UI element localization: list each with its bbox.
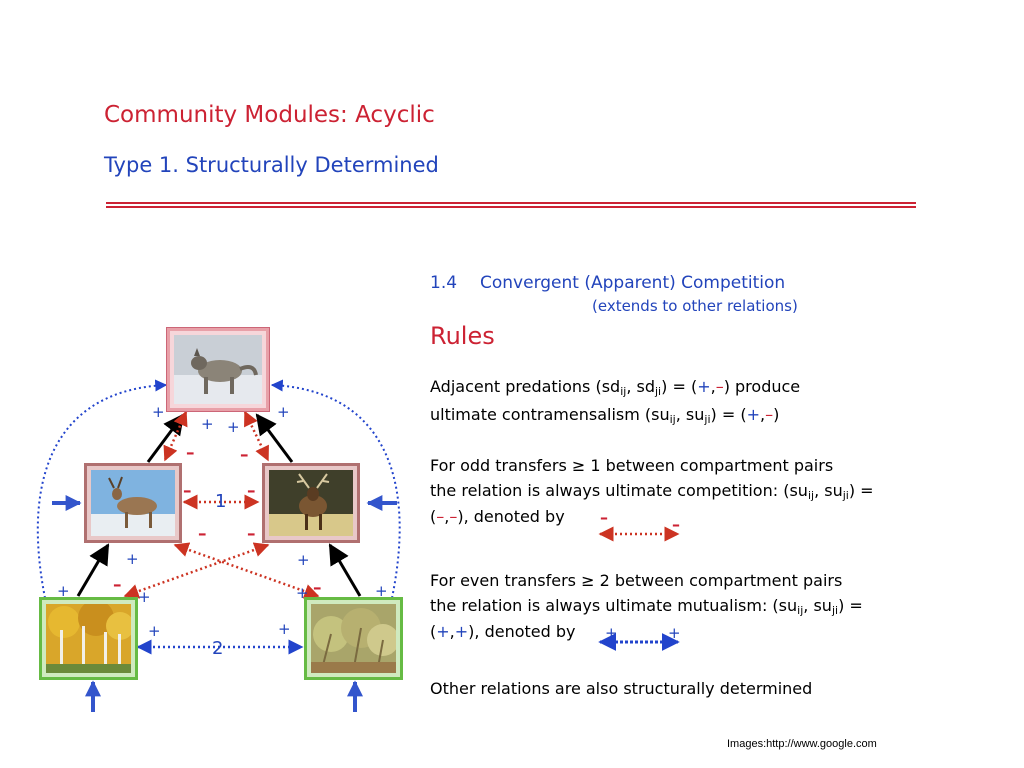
slide-subtitle: Type 1. Structurally Determined xyxy=(104,153,439,177)
label-minus-deer-bottom: – xyxy=(198,524,207,544)
elk-icon xyxy=(269,470,353,536)
arrow-shrubs-to-elk xyxy=(328,543,362,597)
arrow-deer-to-wolf xyxy=(146,413,185,463)
slide-title: Community Modules: Acyclic xyxy=(104,102,435,128)
rules-heading: Rules xyxy=(430,322,495,350)
other-relations-note: Other relations are also structurally de… xyxy=(430,679,813,698)
section-note: (extends to other relations) xyxy=(592,297,798,315)
even-rule-line2: the relation is always ultimate mutualis… xyxy=(430,596,863,617)
deer-icon xyxy=(91,470,175,536)
label-plus-wolf-inner-left: + xyxy=(201,415,214,433)
label-plus-shrubs-left: + xyxy=(296,584,309,602)
adjacent-rule-line1: Adjacent predations (sdij, sdji) = (+,–)… xyxy=(430,377,801,398)
aspen-trees-icon xyxy=(46,604,131,673)
arrow-aspen-to-deer xyxy=(76,543,110,597)
shrubs-icon xyxy=(311,604,396,673)
label-plus-wolf-right: + xyxy=(277,403,290,421)
image-credit: Images:http://www.google.com xyxy=(727,738,877,750)
wolf-icon xyxy=(174,335,262,404)
label-minus-deer-top: – xyxy=(186,443,195,463)
label-plus-wolf-inner-right: + xyxy=(227,418,240,436)
deer-image xyxy=(84,463,182,543)
even-rule-line3: (+,+), denoted by xyxy=(430,622,576,641)
odd-rule-line1: For odd transfers ≥ 1 between compartmen… xyxy=(430,456,834,475)
label-plus-aspen-right: + xyxy=(138,588,151,606)
label-plus-shrubs-mutual: + xyxy=(278,620,291,638)
label-minus-elk-left: – xyxy=(247,481,256,501)
red-elk-aspen xyxy=(123,542,270,599)
label-pair-1: 1 xyxy=(215,491,227,512)
label-minus-elk-bottom: – xyxy=(247,524,256,544)
label-minus-shrubs: – xyxy=(313,578,322,598)
label-minus-deer-right: – xyxy=(183,481,192,501)
divider-top xyxy=(106,202,916,204)
outer-arc-right xyxy=(270,379,401,599)
red-wolf-deer xyxy=(163,410,188,462)
elk-image xyxy=(262,463,360,543)
adjacent-rule-line2: ultimate contramensalism (suij, suji) = … xyxy=(430,405,780,426)
section-title: Convergent (Apparent) Competition xyxy=(480,273,786,293)
label-plus-aspen-left: + xyxy=(57,582,70,600)
competition-symbol-right: – xyxy=(672,515,680,534)
label-minus-elk-top: – xyxy=(240,445,249,465)
competition-symbol-left: – xyxy=(600,508,608,527)
section-number: 1.4 xyxy=(430,273,458,293)
label-plus-aspen-mutual: + xyxy=(148,622,161,640)
arrow-elk-to-wolf xyxy=(255,413,294,463)
label-plus-wolf-left: + xyxy=(152,403,165,421)
label-plus-deer-below: + xyxy=(126,550,139,568)
label-plus-shrubs-right: + xyxy=(375,582,388,600)
wolf-image xyxy=(166,327,270,412)
divider-bottom xyxy=(106,206,916,208)
shrubs-image xyxy=(304,597,403,680)
label-pair-2: 2 xyxy=(212,638,224,659)
even-rule-line1: For even transfers ≥ 2 between compartme… xyxy=(430,571,843,590)
label-minus-aspen: – xyxy=(113,575,122,595)
label-plus-elk-below: + xyxy=(297,551,310,569)
outer-arc-left xyxy=(36,379,168,599)
aspen-trees-image xyxy=(39,597,138,680)
odd-rule-line2: the relation is always ultimate competit… xyxy=(430,481,874,502)
red-wolf-elk xyxy=(243,410,270,462)
odd-rule-line3: (–,–), denoted by xyxy=(430,507,565,526)
